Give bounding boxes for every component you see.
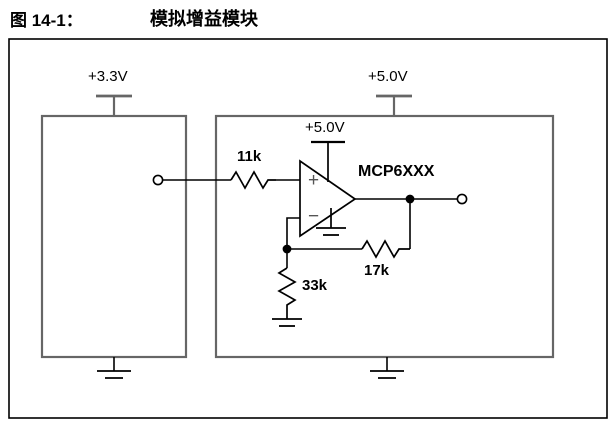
left-block-supply-label: +3.3V	[88, 68, 128, 85]
input-series-resistor-label: 11k	[237, 148, 262, 165]
right-block-supply-symbol	[376, 94, 412, 116]
opamp-supply-label: +5.0V	[305, 119, 345, 136]
figure-border	[8, 38, 608, 419]
left-block-ground-symbol	[97, 357, 131, 379]
input-series-resistor-symbol	[230, 170, 276, 190]
pulldown-resistor-symbol	[277, 267, 297, 313]
left-block-outline	[40, 114, 188, 359]
opamp-ground-symbol	[316, 208, 346, 236]
right-block-outline	[214, 114, 555, 359]
input-terminal-circle[interactable]	[152, 174, 164, 186]
left-block-supply-symbol	[96, 94, 132, 116]
pulldown-resistor-label: 33k	[302, 277, 328, 294]
inverting-input-wire	[286, 217, 300, 249]
figure-caption: 图 14-1： 模拟增益模块	[0, 0, 616, 36]
opamp-part-label: MCP6XXX	[358, 163, 435, 180]
opamp-inverting-sign: −	[308, 206, 320, 227]
feedback-resistor-symbol	[361, 239, 410, 259]
feedback-resistor-label: 17k	[364, 262, 390, 279]
pulldown-ground-symbol	[272, 313, 302, 327]
opamp-supply-symbol	[311, 140, 345, 182]
opamp-noninverting-sign: +	[308, 170, 320, 191]
figure-number-label: 图 14-1：	[10, 11, 83, 30]
right-block-supply-label: +5.0V	[368, 68, 408, 85]
figure-title: 模拟增益模块	[150, 9, 258, 29]
output-terminal-circle[interactable]	[456, 193, 468, 205]
right-block-ground-symbol	[370, 357, 404, 379]
